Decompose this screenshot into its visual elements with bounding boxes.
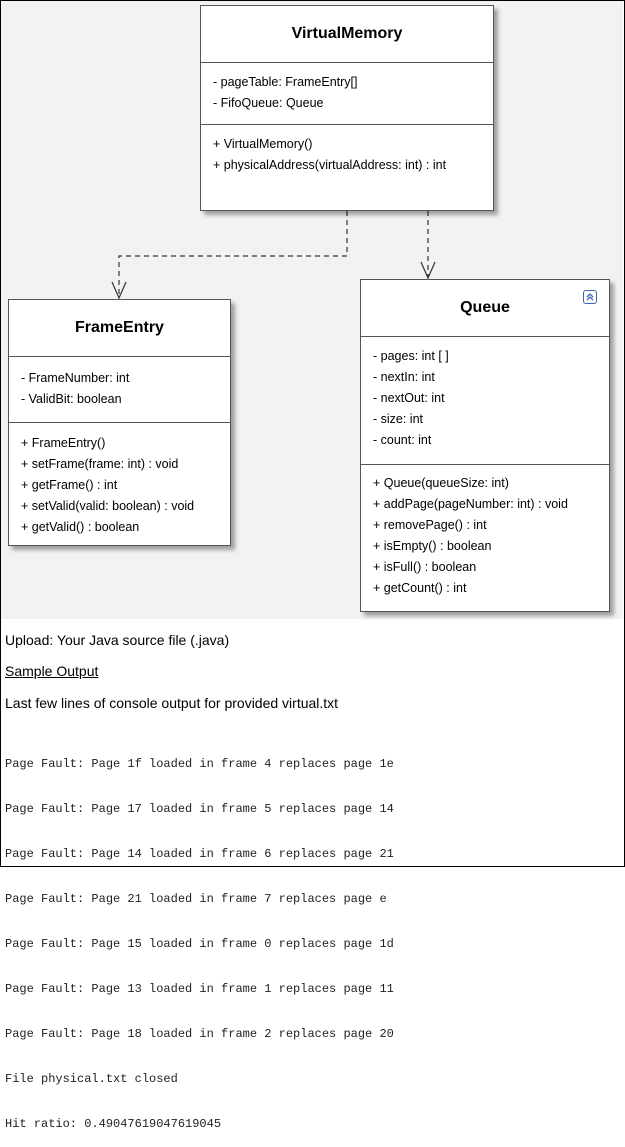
collapse-up-icon[interactable] bbox=[583, 290, 597, 304]
dependency-connectors bbox=[111, 211, 436, 300]
dependency-arrowhead-queue bbox=[420, 261, 436, 280]
class-name: FrameEntry bbox=[9, 300, 230, 357]
console-output: Page Fault: Page 1f loaded in frame 4 re… bbox=[5, 727, 394, 1147]
attributes-section: - FrameNumber: int - ValidBit: boolean bbox=[9, 357, 230, 423]
operation: + FrameEntry() bbox=[21, 436, 106, 450]
console-line: Page Fault: Page 1f loaded in frame 4 re… bbox=[5, 757, 394, 771]
operation: + setFrame(frame: int) : void bbox=[21, 457, 179, 471]
attribute: - count: int bbox=[373, 433, 432, 447]
operation: + getCount() : int bbox=[373, 581, 467, 595]
console-line: Page Fault: Page 18 loaded in frame 2 re… bbox=[5, 1027, 394, 1041]
class-queue[interactable]: Queue - pages: int [ ] - nextIn: int - n… bbox=[360, 279, 610, 612]
operation: + isFull() : boolean bbox=[373, 560, 477, 574]
console-line: Page Fault: Page 17 loaded in frame 5 re… bbox=[5, 802, 394, 816]
dependency-line-frameentry bbox=[118, 211, 348, 298]
class-name: VirtualMemory bbox=[201, 6, 493, 63]
class-name-row: Queue bbox=[361, 280, 609, 337]
operation: + Queue(queueSize: int) bbox=[373, 476, 509, 490]
attributes-section: - pages: int [ ] - nextIn: int - nextOut… bbox=[361, 337, 609, 465]
operation: + isEmpty() : boolean bbox=[373, 539, 492, 553]
class-frameentry[interactable]: FrameEntry - FrameNumber: int - ValidBit… bbox=[8, 299, 231, 546]
operation: + physicalAddress(virtualAddress: int) :… bbox=[213, 158, 447, 172]
attribute: - ValidBit: boolean bbox=[21, 392, 122, 406]
console-line: Hit ratio: 0.49047619047619045 bbox=[5, 1117, 222, 1131]
uml-class-diagram: VirtualMemory - pageTable: FrameEntry[] … bbox=[1, 1, 623, 619]
attribute: - pages: int [ ] bbox=[373, 349, 449, 363]
console-line: File physical.txt closed bbox=[5, 1072, 178, 1086]
operations-section: + VirtualMemory() + physicalAddress(virt… bbox=[201, 125, 493, 176]
operations-section: + FrameEntry() + setFrame(frame: int) : … bbox=[9, 423, 230, 538]
operation: + removePage() : int bbox=[373, 518, 487, 532]
console-line: Page Fault: Page 13 loaded in frame 1 re… bbox=[5, 982, 394, 996]
console-line: Page Fault: Page 14 loaded in frame 6 re… bbox=[5, 847, 394, 861]
class-name: Queue bbox=[460, 299, 510, 316]
attribute: - nextOut: int bbox=[373, 391, 445, 405]
attribute: - size: int bbox=[373, 412, 424, 426]
console-intro: Last few lines of console output for pro… bbox=[5, 695, 339, 711]
operation: + getFrame() : int bbox=[21, 478, 118, 492]
class-virtualmemory[interactable]: VirtualMemory - pageTable: FrameEntry[] … bbox=[200, 5, 494, 211]
dependency-arrowhead-frameentry bbox=[111, 281, 127, 300]
operation: + getValid() : boolean bbox=[21, 520, 140, 534]
console-line: Page Fault: Page 15 loaded in frame 0 re… bbox=[5, 937, 394, 951]
attribute: - FrameNumber: int bbox=[21, 371, 130, 385]
attribute: - nextIn: int bbox=[373, 370, 435, 384]
attribute: - pageTable: FrameEntry[] bbox=[213, 75, 358, 89]
operations-section: + Queue(queueSize: int) + addPage(pageNu… bbox=[361, 465, 609, 599]
attribute: - FifoQueue: Queue bbox=[213, 96, 324, 110]
operation: + setValid(valid: boolean) : void bbox=[21, 499, 195, 513]
operation: + VirtualMemory() bbox=[213, 137, 313, 151]
console-line: Page Fault: Page 21 loaded in frame 7 re… bbox=[5, 892, 387, 906]
attributes-section: - pageTable: FrameEntry[] - FifoQueue: Q… bbox=[201, 63, 493, 125]
operation: + addPage(pageNumber: int) : void bbox=[373, 497, 568, 511]
sample-output-heading: Sample Output bbox=[5, 663, 99, 679]
upload-instruction: Upload: Your Java source file (.java) bbox=[5, 632, 230, 648]
